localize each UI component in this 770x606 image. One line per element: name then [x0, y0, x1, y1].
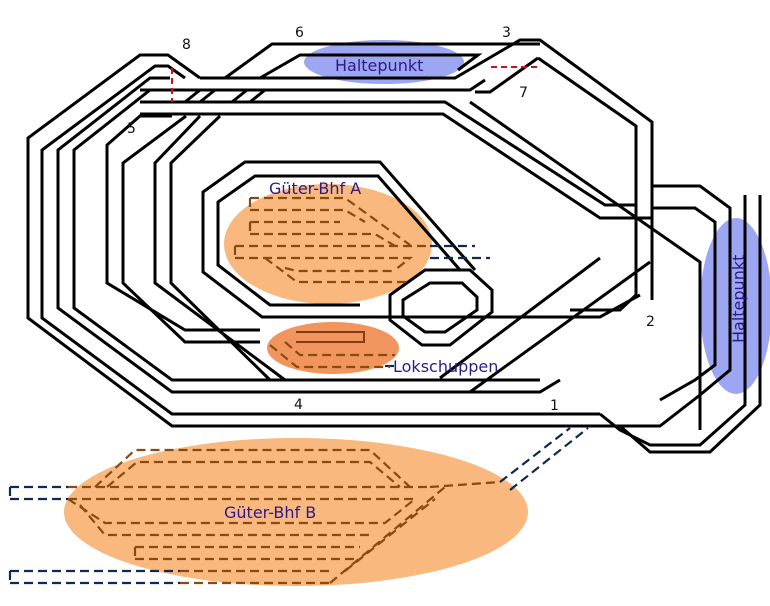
yard-b-tracks [67, 448, 501, 585]
track-right-bottom [599, 195, 747, 447]
yard-a-track-1 [248, 196, 411, 246]
shed-track-2 [269, 344, 390, 369]
track-outer-3 [56, 76, 561, 394]
track-number-8: 8 [182, 37, 191, 53]
zone-haltepunkt-right [700, 218, 770, 394]
yard-a-track-3 [233, 244, 430, 284]
yard-b-throat [329, 480, 501, 584]
yard-b-track-5 [67, 498, 416, 525]
hidden-track-b2 [509, 427, 589, 491]
label-haltepunkt-right: Haltepunkt [729, 255, 748, 343]
yard-a-track-2 [248, 220, 396, 247]
track-inner-8 [169, 114, 272, 382]
track-inner-5 [105, 114, 260, 332]
track-number-5: 5 [127, 121, 136, 137]
yard-b-track-6 [79, 504, 370, 537]
yard-b-track-1 [94, 448, 411, 488]
hidden-tracks [8, 244, 589, 585]
track-octagon-inner [401, 281, 479, 334]
track-outer-2 [40, 64, 600, 416]
track-right-bottom-2 [619, 195, 762, 454]
hidden-track-b1 [499, 427, 571, 483]
label-gueter-bhf-a: Güter-Bhf A [269, 179, 361, 198]
track-diag-long [469, 100, 702, 430]
yard-b-track-7 [133, 545, 360, 561]
crossover-2 [199, 88, 216, 104]
yard-b-track-8 [180, 569, 330, 585]
hidden-track-b-left1 [8, 485, 68, 501]
zone-haltepunkt-top [304, 40, 464, 84]
track-diag-2 [469, 260, 651, 394]
label-haltepunkt-top: Haltepunkt [335, 56, 423, 75]
zone-gueter-bhf-a [224, 184, 432, 304]
shed-tracks [269, 331, 395, 369]
track-number-2: 2 [646, 314, 655, 330]
track-octagon-outer [388, 268, 494, 347]
track-upper-6 [224, 42, 540, 80]
label-gueter-bhf-b: Güter-Bhf B [224, 503, 316, 522]
track-yard-a-inner [216, 174, 462, 307]
crossover-1 [184, 88, 201, 104]
track-outer-1 [26, 53, 701, 428]
crossover-4 [249, 88, 266, 104]
track-top-b [140, 78, 486, 92]
track-number-6: 6 [295, 25, 304, 41]
track-yard-a-outer [201, 160, 641, 319]
track-top-a [200, 38, 654, 300]
crossover-3 [231, 88, 248, 104]
track-right-loop-b [652, 206, 717, 402]
main-tracks [26, 38, 762, 454]
track-upper-7 [475, 56, 539, 94]
track-number-4: 4 [294, 397, 303, 413]
yard-a-tracks [233, 196, 430, 284]
track-number-7: 7 [519, 85, 528, 101]
zone-gueter-bhf-b [64, 438, 528, 586]
zone-lokschuppen [267, 322, 399, 374]
hidden-track-b-left2 [8, 569, 180, 585]
track-right-loop-a [652, 184, 732, 397]
track-inner-6 [121, 114, 260, 344]
shed-track-solid [296, 331, 365, 343]
shed-track-1 [284, 341, 395, 357]
track-top-d [140, 112, 652, 220]
track-diag-1 [439, 256, 601, 380]
yard-b-track-2 [106, 460, 401, 488]
label-lokschuppen: Lokschuppen [393, 357, 498, 376]
track-number-3: 3 [502, 25, 511, 41]
track-upper-6b [259, 53, 483, 80]
track-number-1: 1 [550, 398, 559, 414]
track-right-3 [537, 56, 638, 312]
